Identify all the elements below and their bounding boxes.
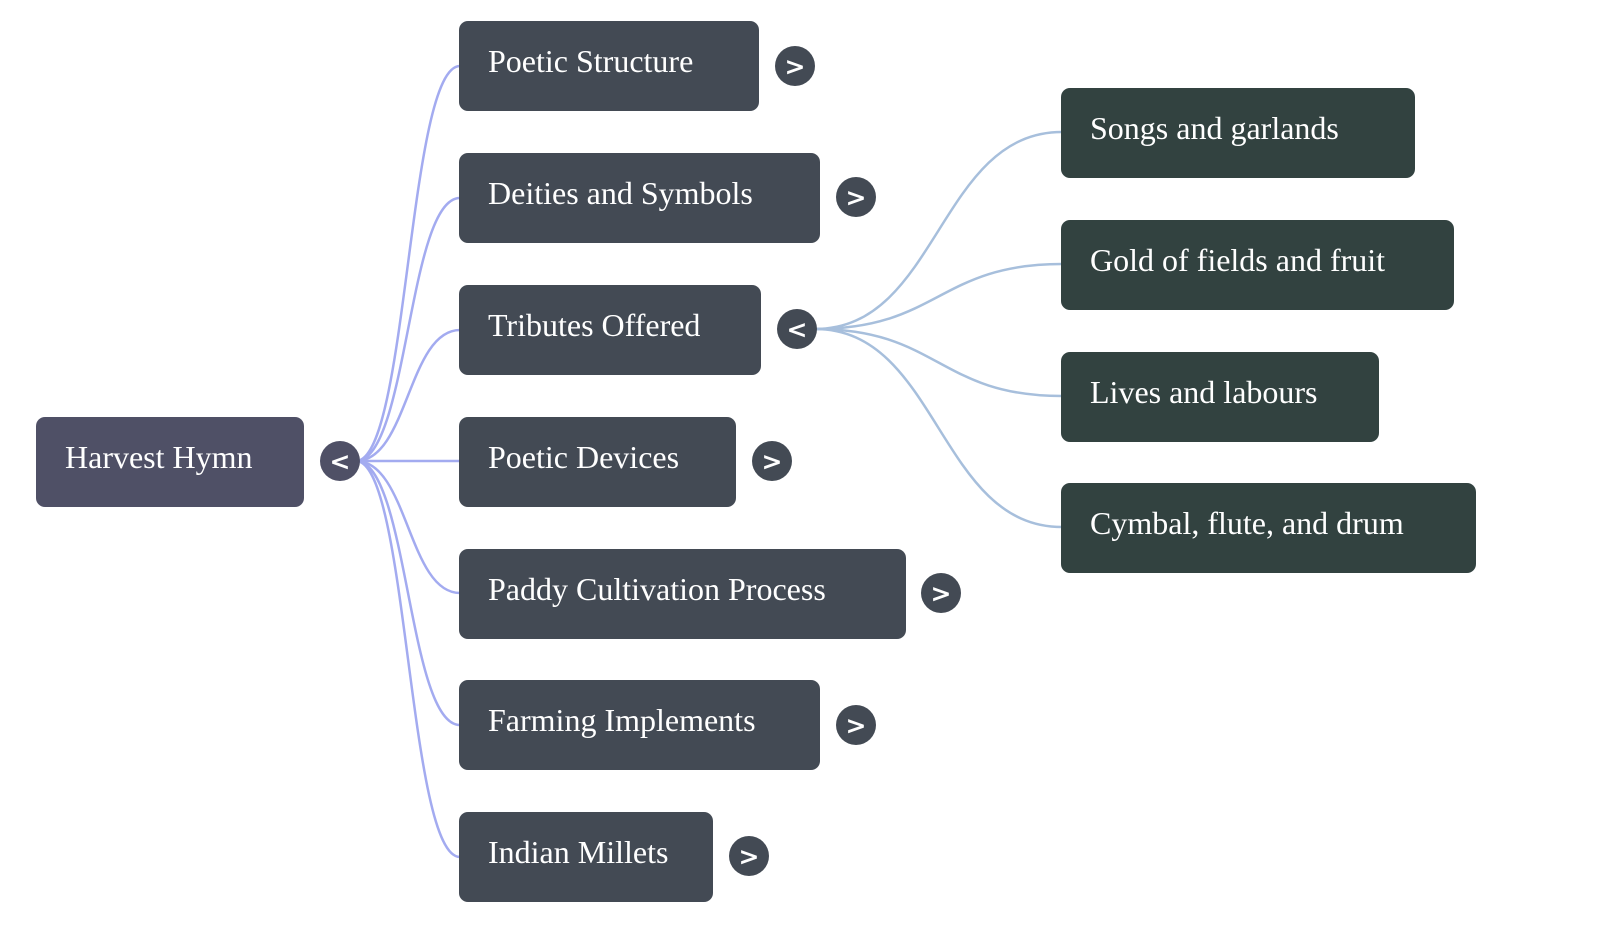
node-label: Deities and Symbols <box>488 175 753 211</box>
connector-tributes-to-child <box>814 327 1063 529</box>
connector-root-to-child <box>355 328 461 463</box>
chevron-right-icon: > <box>738 841 760 871</box>
root-collapse-toggle[interactable]: < <box>320 441 360 481</box>
node-poetic-devices[interactable]: Poetic Devices <box>459 417 736 507</box>
node-label: Gold of fields and fruit <box>1090 242 1386 278</box>
node-gold-of-fields-and-fruit[interactable]: Gold of fields and fruit <box>1061 220 1454 310</box>
expand-toggle-poetic-devices[interactable]: > <box>752 441 792 481</box>
node-paddy-cultivation-process[interactable]: Paddy Cultivation Process <box>459 549 906 639</box>
node-deities-and-symbols[interactable]: Deities and Symbols <box>459 153 820 243</box>
expand-toggle-deities-and-symbols[interactable]: > <box>836 177 876 217</box>
node-cymbal-flute-and-drum[interactable]: Cymbal, flute, and drum <box>1061 483 1476 573</box>
connector-tributes-to-child <box>814 327 1063 398</box>
node-indian-millets[interactable]: Indian Millets <box>459 812 713 902</box>
connector-root-to-child <box>355 459 461 859</box>
node-label: Poetic Structure <box>488 43 694 79</box>
node-poetic-structure[interactable]: Poetic Structure <box>459 21 759 111</box>
chevron-left-icon: < <box>329 446 351 476</box>
node-label: Lives and labours <box>1090 374 1318 410</box>
chevron-right-icon: > <box>761 446 783 476</box>
chevron-right-icon: > <box>930 578 952 608</box>
chevron-right-icon: > <box>784 51 806 81</box>
chevron-right-icon: > <box>845 710 867 740</box>
node-label: Cymbal, flute, and drum <box>1090 505 1404 541</box>
node-label: Poetic Devices <box>488 439 680 475</box>
connector-root-to-child <box>355 459 461 595</box>
connector-tributes-to-child <box>814 130 1063 331</box>
node-tributes-offered[interactable]: Tributes Offered <box>459 285 761 375</box>
node-songs-and-garlands[interactable]: Songs and garlands <box>1061 88 1415 178</box>
node-lives-and-labours[interactable]: Lives and labours <box>1061 352 1379 442</box>
connector-root-to-child <box>355 64 461 463</box>
node-label: Songs and garlands <box>1090 110 1339 146</box>
root-node-label: Harvest Hymn <box>65 439 253 475</box>
connector-tributes-to-child <box>814 262 1063 331</box>
connector-root-to-child <box>355 459 461 727</box>
expand-toggle-indian-millets[interactable]: > <box>729 836 769 876</box>
node-farming-implements[interactable]: Farming Implements <box>459 680 820 770</box>
chevron-right-icon: > <box>845 182 867 212</box>
connector-root-to-child <box>355 196 461 463</box>
expand-toggle-paddy-cultivation-process[interactable]: > <box>921 573 961 613</box>
node-label: Farming Implements <box>488 702 756 738</box>
node-label: Paddy Cultivation Process <box>488 571 826 607</box>
collapse-toggle-tributes-offered[interactable]: < <box>777 309 817 349</box>
expand-toggle-poetic-structure[interactable]: > <box>775 46 815 86</box>
node-label: Tributes Offered <box>488 307 701 343</box>
node-label: Indian Millets <box>488 834 669 870</box>
root-node[interactable]: Harvest Hymn <box>36 417 304 507</box>
chevron-left-icon: < <box>786 314 808 344</box>
expand-toggle-farming-implements[interactable]: > <box>836 705 876 745</box>
